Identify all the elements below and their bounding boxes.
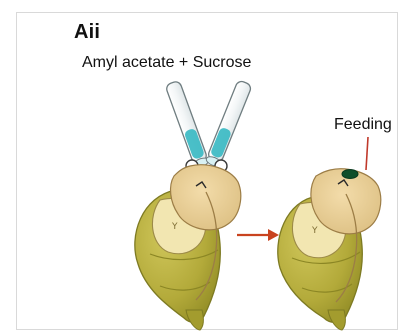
feeding-marker [342,170,358,179]
transition-arrow [237,229,279,241]
right-pipette [205,80,252,168]
bee-feeding: Y [278,169,381,330]
feeding-pointer-line [366,137,368,170]
svg-text:Y: Y [311,226,318,236]
bee-before: Y [135,160,241,330]
left-pipette [165,80,210,169]
svg-text:Y: Y [171,222,178,232]
